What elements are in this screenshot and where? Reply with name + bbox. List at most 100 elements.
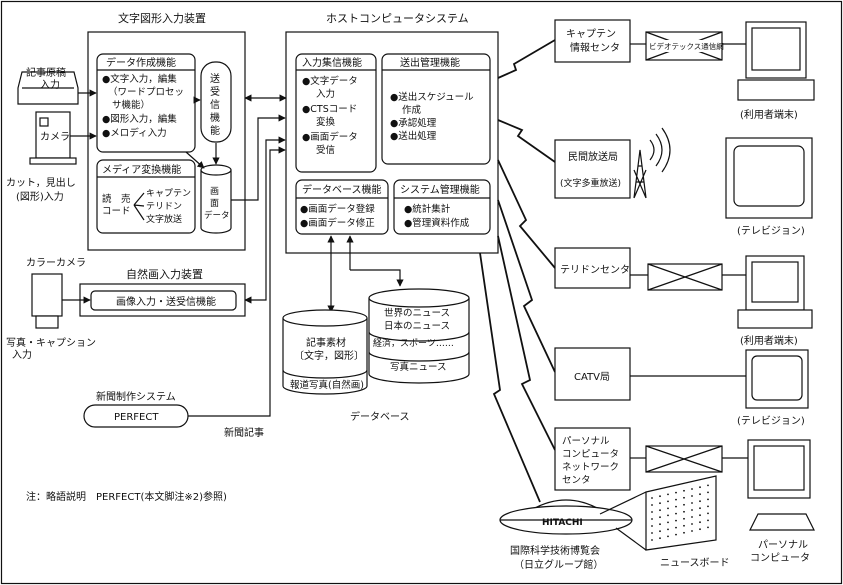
dispatch-item: ●承認処理: [390, 117, 437, 129]
link-natural-image-host: [244, 136, 286, 304]
news-board-dot: [667, 528, 669, 531]
news-board-dot: [699, 507, 701, 510]
news-board-label: ニュースボード: [660, 557, 730, 569]
conversion-target: キャプテン: [146, 188, 191, 199]
arrow-creation-to-screendata: [185, 151, 205, 169]
collection-item: 受信: [316, 144, 335, 156]
db1-text: 報道写真(自然画): [290, 379, 364, 391]
media-conversion-box: [96, 159, 196, 234]
news-board-display: [651, 484, 709, 541]
television-screen: [751, 355, 803, 401]
collection-function-box: [295, 53, 377, 173]
link-host-db2-elbow: [350, 269, 404, 287]
host-system-box: [285, 31, 499, 254]
link-host-catv: [497, 199, 556, 373]
system-mgmt-item: ●統計集計: [404, 203, 451, 215]
conversion-target: 文字放送: [146, 213, 182, 225]
news-board-dot: [707, 505, 709, 508]
news-board-dot: [707, 498, 709, 501]
photo-caption-label: 入力: [12, 348, 32, 361]
personal-computer-label: パーソナル: [758, 539, 808, 551]
tx-rx-char: 受: [210, 86, 220, 98]
news-board-dot: [667, 535, 669, 538]
television-screen: [733, 145, 805, 207]
conversion-branch-lines: [133, 192, 145, 221]
collection-item: ●文字データ: [302, 75, 358, 87]
newspaper-article-label: 新聞記事: [224, 426, 264, 439]
personal-computer-screen: [753, 445, 805, 491]
news-board-dot: [651, 504, 653, 506]
news-board-dot: [651, 497, 653, 499]
news-board-dot: [683, 496, 685, 499]
news-board-dot: [691, 509, 693, 511]
reading-code-label: 読 売: [102, 193, 131, 205]
dispatch-item: ●送出処理: [390, 130, 437, 142]
conversion-target: テリドン: [146, 201, 182, 212]
news-board-dot: [675, 533, 677, 536]
news-board-dot: [691, 530, 693, 532]
news-board-dot: [659, 537, 661, 540]
cut-caption-label: カット，見出し: [6, 176, 76, 189]
news-board-dot: [699, 500, 701, 503]
link-host-broadcaster: [497, 119, 556, 163]
reading-code-label: コード: [102, 206, 131, 217]
tx-rx-char: 信: [210, 99, 220, 111]
news-board-dot: [707, 526, 709, 529]
user-terminal-label: (利用者端末): [740, 108, 798, 121]
system-mgmt-item: ●管理資料作成: [404, 217, 470, 229]
telidon-cross: [647, 263, 723, 291]
data-creation-item: サ機能）: [112, 99, 150, 111]
db2-text: 世界のニュース: [384, 307, 450, 319]
television-label: (テレビジョン): [737, 225, 805, 237]
footnote: 注：略語説明 PERFECT(本文脚注※2)参照): [26, 490, 227, 503]
news-board-dot: [683, 517, 685, 520]
dispatch-function-title: 送出管理機能: [400, 56, 460, 69]
user-terminal-base: [737, 309, 813, 329]
television-label: (テレビジョン): [737, 415, 805, 427]
catv-label: CATV局: [574, 371, 610, 383]
news-board-dot: [691, 488, 693, 490]
news-board-dot: [659, 530, 661, 533]
tx-rx-function-box: [200, 61, 232, 143]
news-board-dot: [699, 521, 701, 524]
db1-cylinder-top: [282, 309, 368, 327]
color-camera-icon: [31, 273, 63, 317]
database-fn-item: ●画面データ修正: [300, 217, 375, 229]
database-fn-item: ●画面データ登録: [300, 203, 375, 215]
pc-network-label: ネットワーク: [562, 462, 619, 473]
db2-cylinder-top: [368, 288, 470, 308]
news-board-dot: [683, 503, 685, 506]
news-board-dot: [667, 500, 669, 503]
collection-function-title: 入力集信機能: [302, 56, 362, 69]
news-board-dot: [675, 505, 677, 508]
hitachi-logo: HITACHI: [542, 518, 583, 528]
news-board-dot: [659, 509, 661, 512]
data-creation-item: ●図形入力，編集: [102, 113, 177, 125]
camera-lens: [39, 117, 49, 127]
screen-data-cylinder: [200, 170, 232, 234]
photo-caption-label: 写真・キャプション: [6, 336, 96, 349]
news-board-dot: [699, 528, 701, 531]
screen-data-char: 画: [210, 186, 219, 197]
broadcast-tower-icon: [633, 149, 647, 199]
collection-item: ●CTSコード: [302, 104, 357, 115]
dispatch-item: 作成: [402, 104, 422, 116]
news-board-dot: [659, 502, 661, 505]
expo-name: （日立グループ館）: [514, 558, 603, 571]
database-function-box: [295, 179, 389, 235]
manuscript-label: 入力: [40, 78, 60, 91]
pc-network-label: パーソナル: [562, 436, 610, 447]
news-board-dot: [683, 489, 685, 492]
pc-network-cross: [645, 445, 723, 473]
news-board-dot: [691, 523, 693, 525]
tx-rx-char: 能: [210, 124, 220, 137]
news-board-dot: [651, 518, 653, 520]
news-board-dot: [707, 491, 709, 494]
dispatch-function-box: [381, 53, 491, 165]
news-board-dot: [699, 493, 701, 496]
expo-name: 国際科学技術博覧会: [510, 544, 600, 557]
perfect-system-label: PERFECT: [114, 412, 159, 423]
db2-text: 日本のニュース: [384, 320, 450, 332]
user-terminal-screen: [751, 27, 801, 71]
dispatch-item: ●送出スケジュール: [390, 91, 474, 103]
